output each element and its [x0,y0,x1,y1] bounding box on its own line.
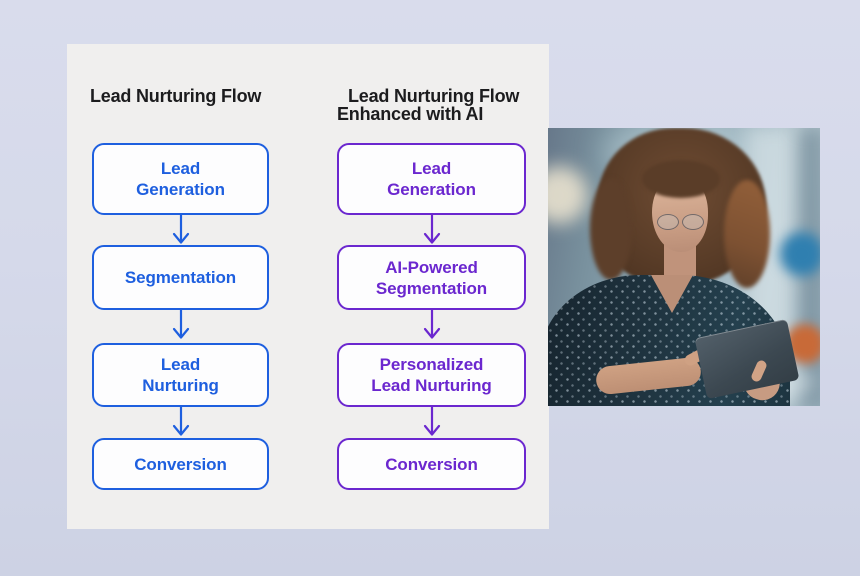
step-box-segmentation: Segmentation [92,245,269,310]
step-label-line: Segmentation [375,278,488,298]
woman-using-tablet-photo [548,128,820,406]
step-box-conversion: Conversion [92,438,269,490]
ai-flow-title-line-2: Enhanced with AI [337,104,484,124]
woman-hair-curl [724,180,770,288]
flow-comparison-panel: Lead Nurturing Flow Lead Nurturing Flow … [67,44,549,529]
woman-hair-curl [590,178,632,280]
step-box-lead-generation-ai: Lead Generation [337,143,526,215]
step-label-line: Generation [387,180,476,199]
step-box-ai-powered-segmentation: AI-Powered Segmentation [337,245,526,310]
arrow-down-icon [172,310,190,339]
glasses-icon [682,214,704,230]
step-box-personalized-lead-nurturing: Personalized Lead Nurturing [337,343,526,407]
step-box-lead-nurturing: Lead Nurturing [92,343,269,407]
glasses-icon [657,214,679,230]
step-label-line: Conversion [385,454,478,474]
step-label-line: Lead [160,159,201,178]
step-label-line: Personalized [379,355,484,374]
step-label-line: Conversion [134,454,227,474]
step-label-line: Generation [136,180,225,199]
standard-flow-title: Lead Nurturing Flow [90,86,262,106]
step-label-line: Lead [411,159,452,178]
arrow-down-icon [172,215,190,244]
step-box-conversion-ai: Conversion [337,438,526,490]
bokeh-highlight [548,166,588,224]
woman-hair-fringe [642,160,720,198]
arrow-down-icon [172,407,190,436]
step-box-lead-generation: Lead Generation [92,143,269,215]
step-label-line: Segmentation [124,268,237,287]
ai-flow-title-line-1: Lead Nurturing Flow [348,86,520,106]
step-label-line: Lead Nurturing [371,376,492,395]
arrow-down-icon [423,215,441,244]
arrow-down-icon [423,310,441,339]
bokeh-highlight [780,232,820,276]
arrow-down-icon [423,407,441,436]
step-label-line: AI-Powered [385,257,478,277]
step-label-line: Nurturing [142,376,219,395]
step-label-line: Lead [160,355,201,374]
